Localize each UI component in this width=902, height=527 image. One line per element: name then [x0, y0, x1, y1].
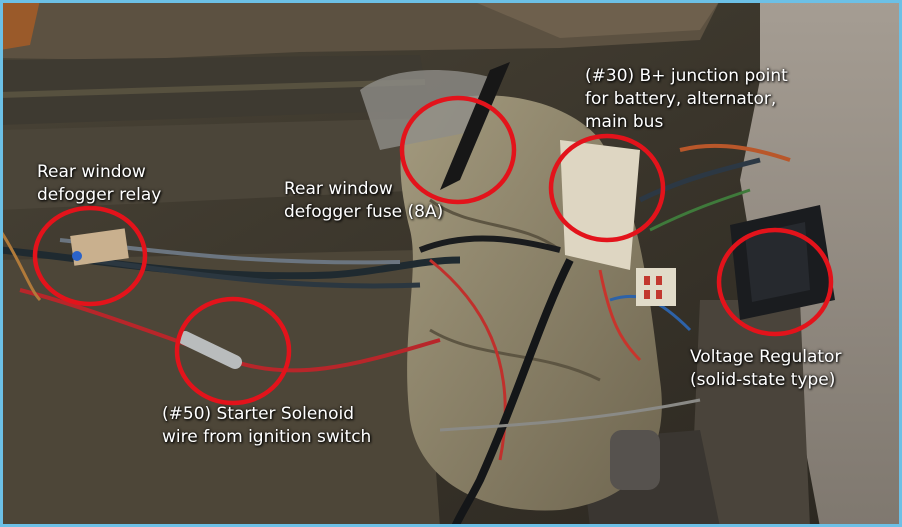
cable-tie [439, 398, 701, 432]
label-defogger-fuse: Rear window defogger fuse (8A) [284, 178, 443, 224]
label-voltage-regulator: Voltage Regulator (solid-state type) [690, 346, 841, 392]
label-b-plus-junction: (#30) B+ junction point for battery, alt… [585, 65, 788, 134]
junction-block-cover [560, 140, 640, 270]
label-defogger-relay: Rear window defogger relay [37, 161, 161, 207]
voltage-regulator-face [745, 222, 810, 302]
sack-fold [429, 198, 561, 252]
harness-wire [638, 157, 761, 203]
metal-tin [610, 430, 660, 490]
black-cable [451, 258, 574, 527]
rust-patch [0, 0, 40, 50]
lower-channel [0, 118, 430, 210]
connector-pin [644, 276, 650, 285]
relay-connector [72, 251, 82, 261]
green-wire [649, 188, 751, 232]
ribbed-channel-ridge [0, 79, 426, 98]
label-line: Rear window [284, 179, 393, 199]
defogger-relay-body [70, 228, 129, 266]
label-line: defogger fuse (8A) [284, 202, 444, 222]
connector-plug [636, 268, 676, 306]
label-line: for battery, alternator, [585, 89, 777, 109]
connector-pin [644, 290, 650, 299]
connector-pin [656, 276, 662, 285]
label-line: wire from ignition switch [162, 427, 372, 447]
taped-splice [178, 331, 242, 369]
highlight-ring-fuse [399, 95, 517, 205]
highlight-ring-regulator [716, 227, 834, 337]
black-wire [418, 235, 561, 253]
label-line: (#30) B+ junction point [585, 66, 788, 86]
brown-wire [679, 143, 791, 162]
label-line: Rear window [37, 162, 146, 182]
rust-edge [470, 0, 720, 38]
label-line: main bus [585, 112, 664, 132]
label-line: (solid-state type) [690, 370, 836, 390]
highlight-ring-junction [548, 133, 666, 243]
harness-wire [89, 257, 421, 289]
red-wire [598, 269, 642, 362]
label-starter-solenoid: (#50) Starter Solenoid wire from ignitio… [162, 403, 371, 449]
sack-fold [429, 328, 601, 382]
orange-wire [0, 229, 42, 302]
highlight-ring-starter-wire [174, 296, 292, 406]
label-line: Voltage Regulator [690, 347, 842, 367]
dusty-floor [0, 250, 440, 527]
highlight-ring-relay [32, 205, 148, 307]
label-line: (#50) Starter Solenoid [162, 404, 354, 424]
label-line: defogger relay [37, 185, 162, 205]
inline-fuse-holder [440, 62, 510, 190]
lower-right-recess [690, 300, 810, 527]
connector-pin [656, 290, 662, 299]
